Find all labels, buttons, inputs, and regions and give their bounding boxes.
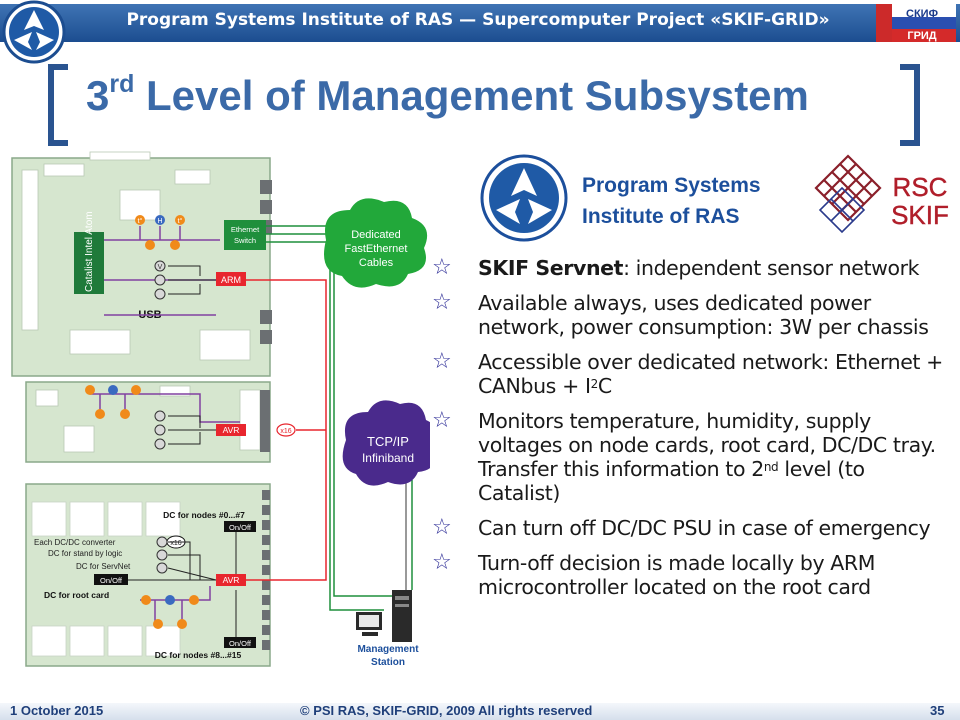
title-bracket-left [48, 64, 68, 146]
each-dcdc-label: Each DC/DC converter [34, 538, 116, 547]
fastethernet-cloud [324, 198, 428, 288]
x16-mid-label: x16 [280, 428, 291, 435]
onoff-root-box [94, 574, 128, 585]
org-name-line1: Program Systems [582, 174, 761, 197]
footer-date: 1 October 2015 [10, 703, 104, 718]
footer-copyright: © PSI RAS, SKIF-GRID, 2009 All rights re… [300, 703, 593, 718]
bullet-item: ☆ Available always, uses dedicated power … [432, 290, 952, 340]
bullet-text: C [597, 374, 612, 398]
bullet-text: Accessible over dedicated network: Ether… [478, 350, 943, 398]
cloud2-label-1: TCP/IP [367, 434, 409, 449]
russian-flag-icon: СКИФ ГРИД [876, 4, 956, 42]
sensor-t: t° [138, 217, 143, 225]
bullet-text: Can turn off DC/DC PSU in case of emerge… [478, 516, 931, 540]
cloud1-label-3: Cables [359, 257, 394, 269]
title-rest: Level of Management Subsystem [134, 72, 809, 119]
dc-nodes-top-label: DC for nodes #0...#7 [163, 510, 245, 520]
cloud2-label-2: Infiniband [362, 451, 414, 465]
org-name-line2: Institute of RAS [582, 205, 740, 228]
star-bullet-icon: ☆ [432, 255, 452, 280]
logo-top-text: СКИФ [906, 8, 938, 20]
sensor-v: V [158, 264, 163, 271]
star-bullet-icon: ☆ [432, 408, 452, 433]
cloud1-label-2: FastEthernet [345, 243, 408, 255]
catalist-label: Catalist Intel Atom [84, 211, 95, 292]
psi-logo-icon [2, 0, 66, 64]
bullet-item: ☆ Turn-off decision is made locally by AR… [432, 550, 952, 600]
header-band [0, 4, 960, 42]
header-title: Program Systems Institute of RAS — Super… [126, 10, 830, 30]
onoff-top-box [224, 521, 256, 532]
onoff-bot-box [224, 637, 256, 648]
bullet-item: ☆ Can turn off DC/DC PSU in case of emerg… [432, 515, 952, 541]
arm-box [216, 272, 246, 286]
rsc-text: RSC [893, 172, 948, 202]
mgmt-label-2: Station [371, 657, 405, 668]
bullet-text: Turn-off decision is made locally by ARM… [478, 551, 876, 599]
x16-bot-label: x16 [170, 540, 181, 547]
star-bullet-icon: ☆ [432, 290, 452, 315]
bullet-text: Monitors temperature, humidity, supply v… [478, 409, 936, 481]
servnet-diagram: Catalist Intel Atom Ethernet Switch ARM … [11, 151, 430, 668]
cloud1-label-1: Dedicated [351, 229, 401, 241]
skif-text: SKIF [891, 200, 949, 230]
ethernet-switch-box [224, 220, 266, 250]
bullet-item: ☆ SKIF Servnet: independent sensor networ… [432, 255, 952, 281]
green-network-wires [266, 225, 413, 611]
dc-root-label: DC for root card [44, 590, 109, 600]
onoff-top-label: On/Off [229, 523, 252, 532]
dc-nodes-bot-label: DC for nodes #8...#15 [155, 650, 242, 660]
avr-bot-label: AVR [223, 575, 240, 585]
x16-mid-badge [276, 423, 296, 437]
logo-bottom-text: ГРИД [907, 30, 936, 42]
bullet-text: Available always, uses dedicated power n… [478, 291, 929, 339]
ethernet-switch-label-1: Ethernet [231, 225, 260, 234]
skif-grid-logo: СКИФ ГРИД [876, 4, 956, 42]
bullet-item: ☆ Monitors temperature, humidity, supply … [432, 408, 952, 506]
sensor-t: t° [178, 217, 183, 225]
star-bullet-icon: ☆ [432, 515, 452, 540]
ethernet-switch-label-2: Switch [234, 236, 256, 245]
title-prefix: 3 [86, 72, 110, 119]
rsc-skif-logo: RSC SKIF [814, 154, 949, 234]
sensor-h: H [157, 218, 162, 225]
onoff-bot-label: On/Off [229, 639, 252, 648]
footer-bar [0, 703, 960, 720]
catalist-box [74, 232, 104, 294]
avr-mid-box [216, 424, 246, 436]
rsc-lattice-icon [814, 154, 882, 222]
infiniband-cloud [342, 400, 430, 486]
onoff-root-label: On/Off [100, 576, 123, 585]
bullet-sup: 2 [590, 377, 599, 391]
mgmt-label-1: Management [357, 644, 419, 655]
bullet-text: level (to Catalist) [478, 457, 865, 505]
dc-stand-label: DC for stand by logic [48, 549, 122, 558]
bullet-item: ☆ Accessible over dedicated network: Ethe… [432, 349, 952, 399]
bullet-bold: SKIF Servnet [478, 256, 624, 280]
dc-servnet-label: DC for ServNet [76, 562, 131, 571]
bullet-sup: nd [763, 460, 779, 474]
avr-mid-label: AVR [223, 425, 240, 435]
bullet-text: : independent sensor network [623, 256, 920, 280]
psi-emblem-icon [480, 154, 568, 242]
org-name: Program Systems Institute of RAS [582, 170, 761, 232]
management-station-icon [356, 590, 412, 642]
red-network-wires [246, 279, 327, 581]
star-bullet-icon: ☆ [432, 349, 452, 374]
title-sup: rd [109, 70, 135, 98]
slide-title: 3rd Level of Management Subsystem [86, 70, 809, 120]
title-bracket-right [900, 64, 920, 146]
footer-page-number: 35 [930, 703, 945, 718]
avr-bot-box [216, 574, 246, 586]
bullet-list: ☆ SKIF Servnet: independent sensor networ… [432, 256, 952, 610]
star-bullet-icon: ☆ [432, 550, 452, 575]
arm-label: ARM [221, 275, 241, 285]
